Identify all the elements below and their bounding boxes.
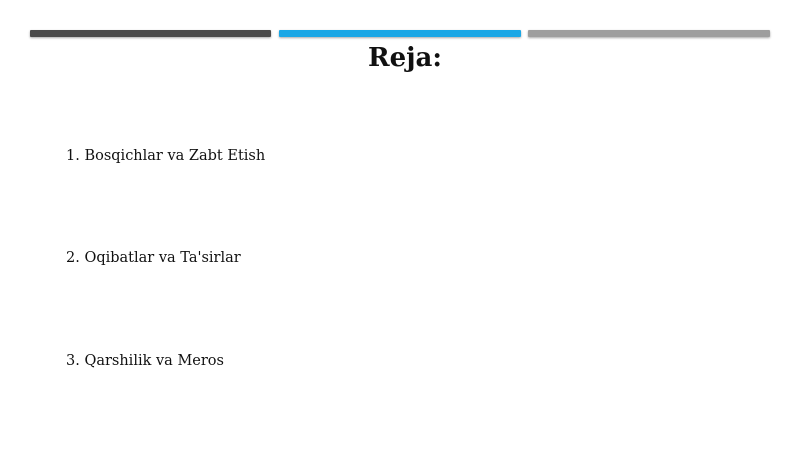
- top-accent-bar-gray: [528, 30, 770, 37]
- top-accent-bar-blue: [279, 30, 521, 37]
- top-accent-bar-dark: [30, 30, 271, 37]
- plan-item-1: 1. Bosqichlar va Zabt Etish: [66, 148, 266, 164]
- plan-item-3: 3. Qarshilik va Meros: [66, 353, 224, 369]
- slide-title: Reja:: [367, 43, 442, 73]
- plan-item-2: 2. Oqibatlar va Ta'sirlar: [66, 250, 241, 266]
